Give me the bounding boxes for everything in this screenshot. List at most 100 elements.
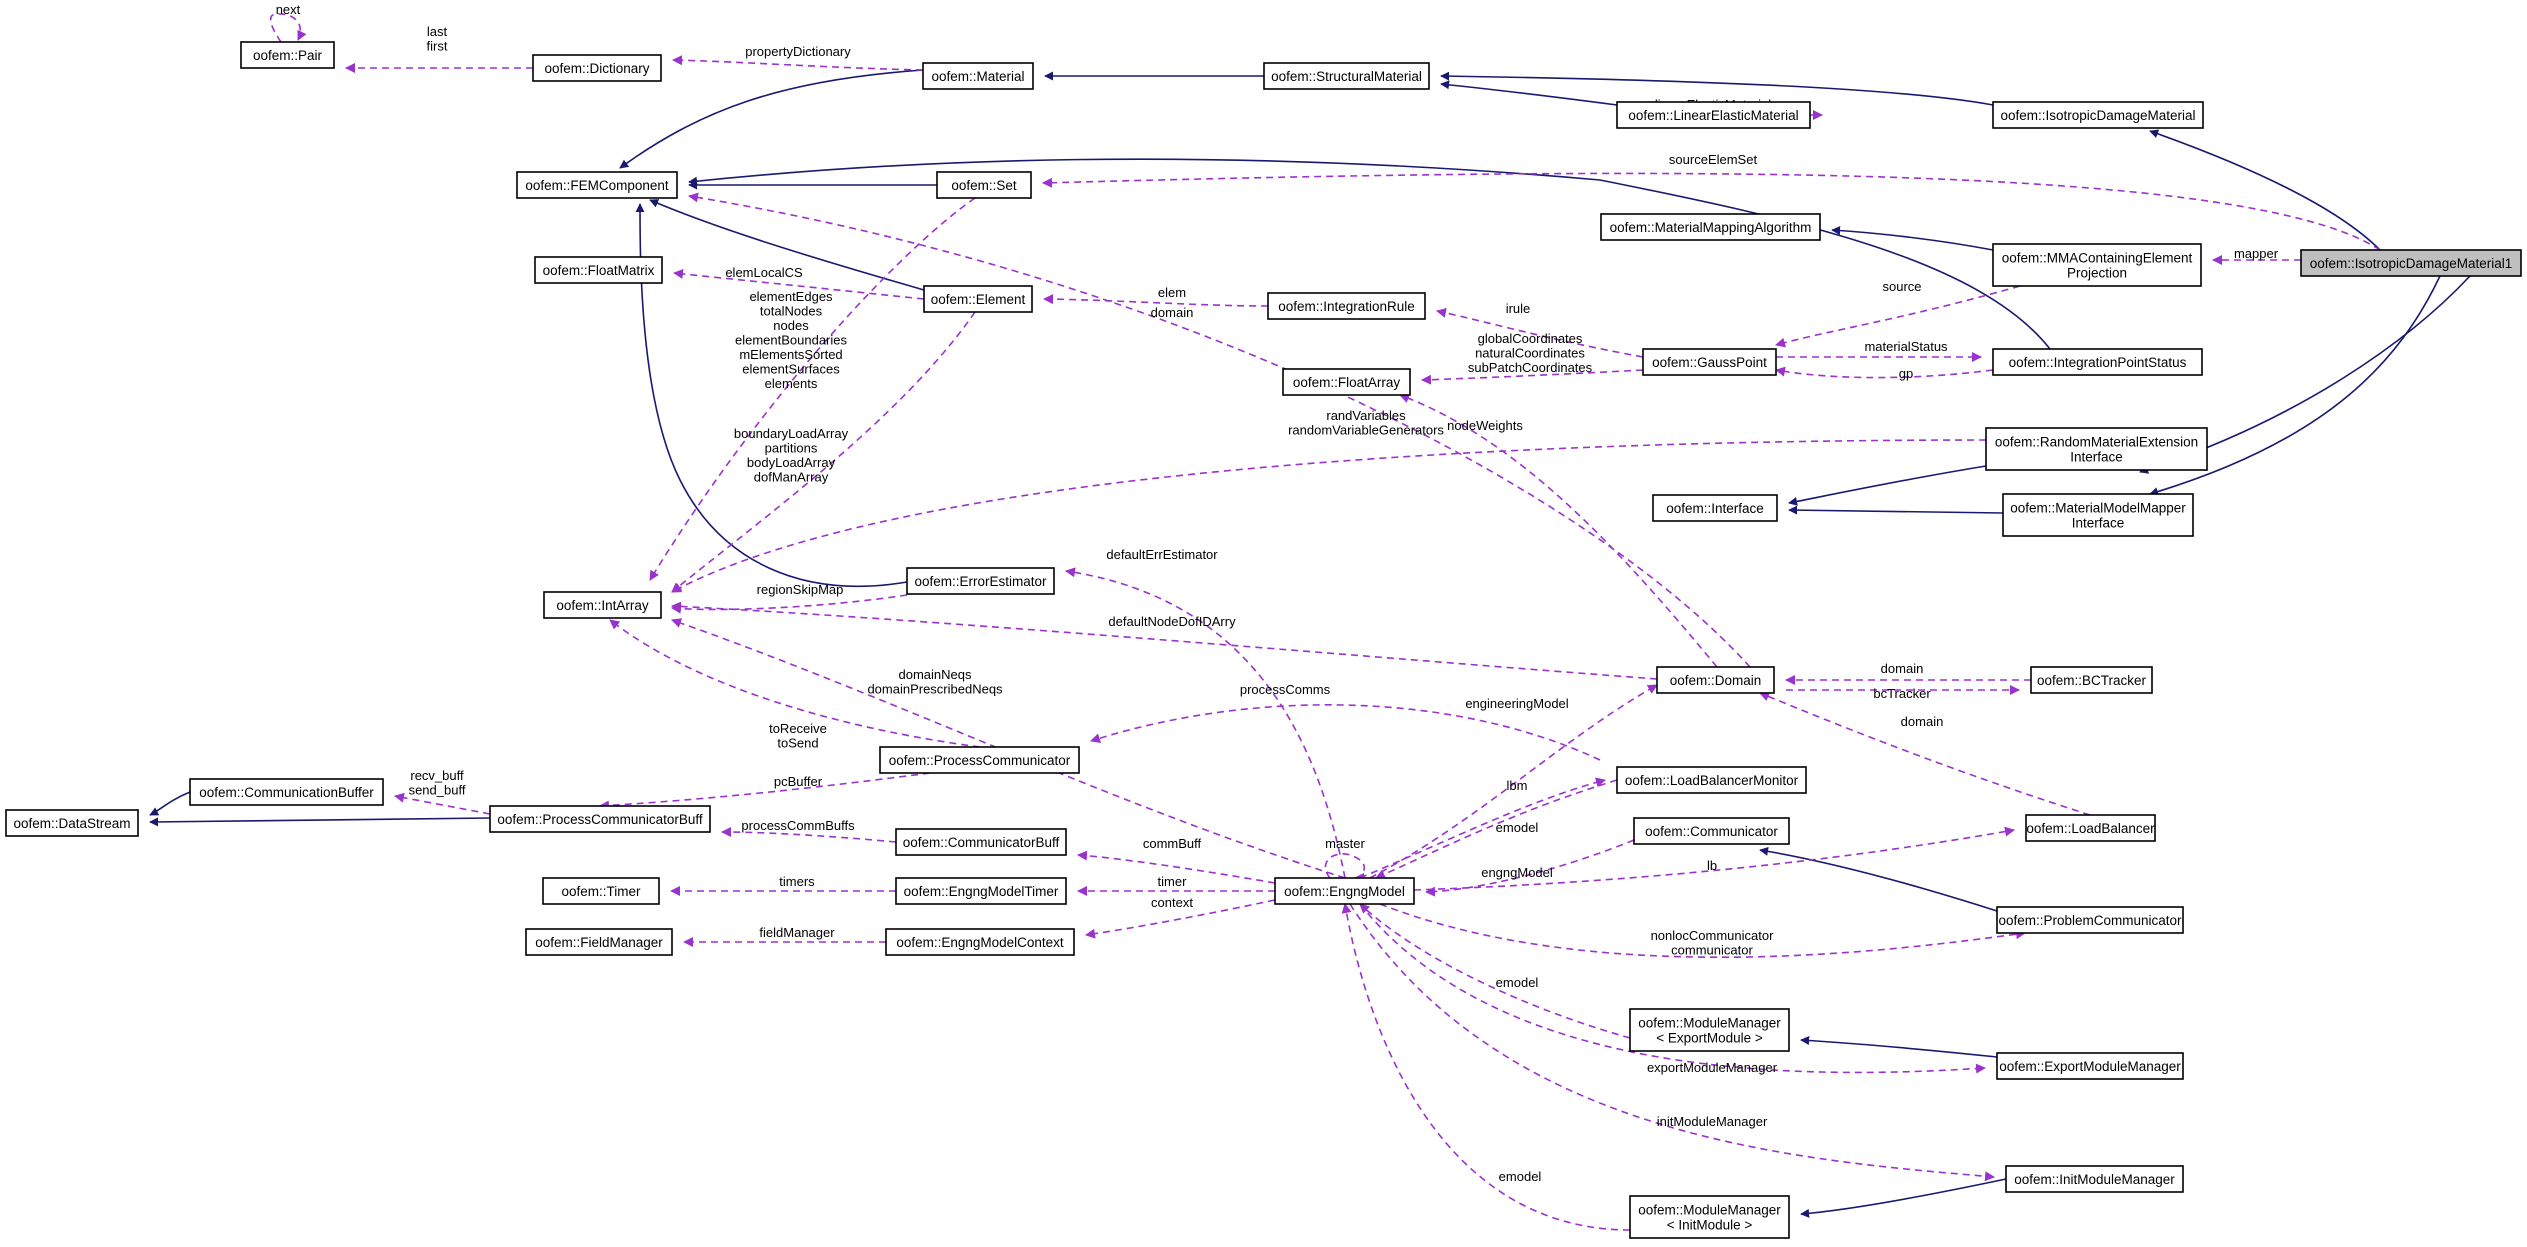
class-node-box [1274,877,1415,905]
class-node-box [2002,493,2194,537]
class-node-label-line: oofem::ExportModuleManager [1999,1059,2181,1074]
class-node-field-manager[interactable]: oofem::FieldManager [525,928,673,956]
class-node-element[interactable]: oofem::Element [923,285,1033,313]
class-node-timer[interactable]: oofem::Timer [542,877,660,905]
class-node-label-line: oofem::Material [931,69,1024,84]
class-node-load-balancer[interactable]: oofem::LoadBalancer [2025,814,2156,842]
edge-label-line: communicator [1671,943,1753,958]
edge-label-line: defaultNodeDofIDArry [1108,614,1236,629]
edge-label-line: toSend [777,736,818,751]
usage-edge [609,619,981,748]
class-node-box [1267,292,1426,320]
edge-label-line: processComms [1240,682,1331,697]
class-node-isotropic-damage-material1[interactable]: oofem::IsotropicDamageMaterial1 [2300,249,2522,277]
class-node-structural-material[interactable]: oofem::StructuralMaterial [1263,62,1430,90]
class-node-label: oofem::Interface [1666,501,1764,516]
class-node-load-balancer-monitor[interactable]: oofem::LoadBalancerMonitor [1616,766,1807,794]
class-node-communicator[interactable]: oofem::Communicator [1633,817,1790,845]
class-node-box [240,41,335,69]
class-node-box [936,171,1032,199]
class-node-engng-model[interactable]: oofem::EngngModel [1274,877,1415,905]
class-node-communicator-buff[interactable]: oofem::CommunicatorBuff [895,828,1067,856]
class-node-material[interactable]: oofem::Material [922,62,1034,90]
class-node-interface[interactable]: oofem::Interface [1652,494,1778,522]
class-node-integration-rule[interactable]: oofem::IntegrationRule [1267,292,1426,320]
edge-label-process-comm-buffs: processCommBuffs [741,818,855,833]
class-node-domain[interactable]: oofem::Domain [1656,666,1775,694]
edge-label-line: timers [779,874,815,889]
class-node-module-manager-init[interactable]: oofem::ModuleManager< InitModule > [1629,1195,1790,1239]
class-node-label: oofem::ExportModuleManager [1999,1059,2181,1074]
class-node-material-mapping-algorithm[interactable]: oofem::MaterialMappingAlgorithm [1600,213,1821,241]
class-node-label: oofem::StructuralMaterial [1271,69,1422,84]
class-node-box [2300,249,2522,277]
usage-edge [1421,369,1644,385]
usage-edge [1324,853,1365,883]
edge-label-line: regionSkipMap [757,582,844,597]
class-node-dictionary[interactable]: oofem::Dictionary [532,54,662,82]
class-node-pair[interactable]: oofem::Pair [240,41,335,69]
class-node-communication-buffer[interactable]: oofem::CommunicationBuffer [189,778,384,806]
edge-label-line: master [1325,836,1365,851]
class-node-label-line: Interface [2072,516,2125,531]
edge-label-line: bodyLoadArray [747,455,836,470]
usage-edge [1436,307,1644,358]
class-node-isotropic-damage-material[interactable]: oofem::IsotropicDamageMaterial [1992,101,2204,129]
usage-edge [1375,779,1618,879]
edge-label-bc-tracker: bcTracker [1873,686,1931,701]
class-node-float-matrix[interactable]: oofem::FloatMatrix [534,256,663,284]
class-node-process-communicator[interactable]: oofem::ProcessCommunicator [879,746,1080,774]
class-node-label: oofem::InitModuleManager [2014,1172,2175,1187]
class-node-export-module-manager[interactable]: oofem::ExportModuleManager [1996,1052,2184,1080]
edge-label-line: dofManArray [754,470,829,485]
class-node-label-line: oofem::DataStream [13,816,130,831]
class-node-data-stream[interactable]: oofem::DataStream [5,809,139,837]
class-node-gauss-point[interactable]: oofem::GaussPoint [1642,348,1777,376]
class-node-box [1629,1008,1790,1052]
class-node-set[interactable]: oofem::Set [936,171,1032,199]
class-node-label-line: < ExportModule > [1656,1031,1763,1046]
class-node-label-line: oofem::ModuleManager [1638,1016,1781,1031]
class-node-label-line: oofem::BCTracker [2037,673,2147,688]
class-node-module-manager-export[interactable]: oofem::ModuleManager< ExportModule > [1629,1008,1790,1052]
class-node-label-line: oofem::Element [931,292,1026,307]
class-node-process-communicator-buff[interactable]: oofem::ProcessCommunicatorBuff [489,805,711,833]
class-node-float-array[interactable]: oofem::FloatArray [1282,368,1411,396]
usage-edge [1042,172,2381,251]
edge-label-line: source [1882,279,1921,294]
class-node-engng-model-timer[interactable]: oofem::EngngModelTimer [895,877,1067,905]
edge-label-line: globalCoordinates [1478,331,1583,346]
edge-label-line: elementEdges [749,289,833,304]
edge-label-line: fieldManager [759,925,835,940]
edge-label-line: emodel [1496,820,1539,835]
class-node-label: oofem::ErrorEstimator [914,574,1047,589]
class-node-integration-point-status[interactable]: oofem::IntegrationPointStatus [1992,348,2203,376]
edge-label-line: propertyDictionary [745,44,851,59]
class-node-init-module-manager[interactable]: oofem::InitModuleManager [2005,1165,2184,1193]
edge-label-line: domainPrescribedNeqs [867,682,1003,697]
usage-edge [1759,691,2091,816]
edge-label-timers: timers [779,874,815,889]
class-node-label-line: oofem::ErrorEstimator [914,574,1047,589]
class-node-engng-model-context[interactable]: oofem::EngngModelContext [885,928,1075,956]
class-node-label: oofem::ProcessCommunicator [889,753,1071,768]
class-node-box [1996,906,2184,934]
edge-label-line: emodel [1496,975,1539,990]
inheritance-edge [2149,275,2441,496]
class-node-problem-communicator[interactable]: oofem::ProblemCommunicator [1996,906,2184,934]
class-node-error-estimator[interactable]: oofem::ErrorEstimator [906,567,1055,595]
class-node-linear-elastic-material[interactable]: oofem::LinearElasticMaterial [1616,101,1811,129]
class-node-bc-tracker[interactable]: oofem::BCTracker [2030,666,2153,694]
edge-label-line: elements [765,376,818,391]
class-node-fem-component[interactable]: oofem::FEMComponent [516,171,678,199]
class-node-box [1633,817,1790,845]
class-node-label: oofem::ProblemCommunicator [1998,913,2182,928]
class-node-int-array[interactable]: oofem::IntArray [543,591,662,619]
class-node-box [923,285,1033,313]
